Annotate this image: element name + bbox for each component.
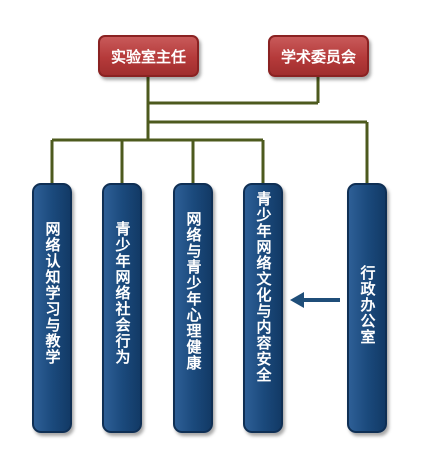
committee-label: 学术委员会 <box>280 47 356 66</box>
department-label: 青少年网络文化与内容安全 <box>254 191 273 383</box>
department-box: 网络与青少年心理健康 <box>173 183 213 433</box>
left-arrow-icon <box>290 292 340 308</box>
committee-box: 学术委员会 <box>268 35 369 77</box>
director-box: 实验室主任 <box>98 35 199 77</box>
department-box: 青少年网络文化与内容安全 <box>243 183 283 433</box>
department-box: 青少年网络社会行为 <box>102 183 142 433</box>
director-label: 实验室主任 <box>110 47 186 66</box>
department-label: 青少年网络社会行为 <box>113 221 132 365</box>
office-box: 行政办公室 <box>347 183 387 433</box>
department-label: 网络认知学习与教学 <box>43 221 62 365</box>
department-label: 网络与青少年心理健康 <box>184 211 203 371</box>
department-box: 网络认知学习与教学 <box>32 183 72 433</box>
office-label: 行政办公室 <box>358 265 377 345</box>
